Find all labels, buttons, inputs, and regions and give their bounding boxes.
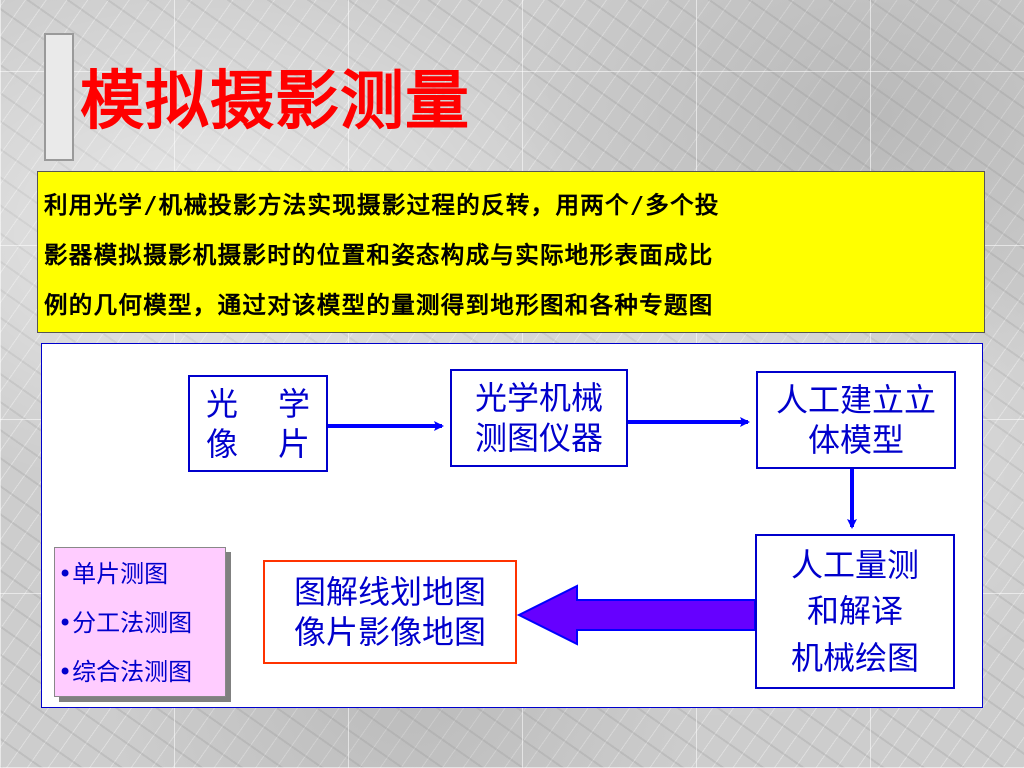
measure-box-line: 和解译 [806,592,903,631]
photo-box-row: 像 片 [206,424,310,464]
list-item: •综合法测图 [58,658,193,686]
output-maps-box: 图解线划地图 像片影像地图 [263,560,517,664]
page-title: 模拟摄影测量 [80,64,470,139]
measure-box-line: 人工量测 [790,546,919,585]
photo-box-row: 光 学 [206,384,310,424]
stereo-model-box-line: 人工建立立 [775,381,936,419]
output-maps-line: 图解线划地图 [293,573,486,611]
workflow-diagram: 光 学 像 片 光学机械 测图仪器 人工建立立 体模型 人工量测 和解译 机械绘… [41,343,983,708]
title-accent-bar [44,33,74,161]
description-line: 影器模拟摄影机摄影时的位置和姿态构成与实际地形表面成比 [44,241,714,269]
output-maps-line: 像片影像地图 [293,613,486,651]
photo-box-char: 学 [277,384,310,423]
photo-box-char: 光 [206,384,239,423]
photo-box: 光 学 像 片 [188,375,328,472]
measure-box: 人工量测 和解译 机械绘图 [755,534,955,689]
description-box: 利用光学/机械投影方法实现摄影过程的反转，用两个/多个投 影器模拟摄影机摄影时的… [37,171,985,333]
list-item: •单片测图 [58,560,169,588]
description-line: 例的几何模型，通过对该模型的量测得到地形图和各种专题图 [44,291,714,319]
instrument-box: 光学机械 测图仪器 [450,369,628,467]
workflow-arrows [328,417,857,646]
instrument-box-line: 测图仪器 [474,419,603,457]
stereo-model-box-line: 体模型 [807,421,904,459]
photo-box-char: 像 [206,424,239,463]
measure-box-line: 机械绘图 [790,638,919,677]
photo-box-char: 片 [277,424,310,463]
arrow-measure-to-maps [516,584,756,646]
methods-list: •单片测图 •分工法测图 •综合法测图 [54,547,226,697]
stereo-model-box: 人工建立立 体模型 [756,371,956,469]
description-line: 利用光学/机械投影方法实现摄影过程的反转，用两个/多个投 [44,191,720,219]
list-item: •分工法测图 [58,609,193,637]
instrument-box-line: 光学机械 [474,379,603,417]
